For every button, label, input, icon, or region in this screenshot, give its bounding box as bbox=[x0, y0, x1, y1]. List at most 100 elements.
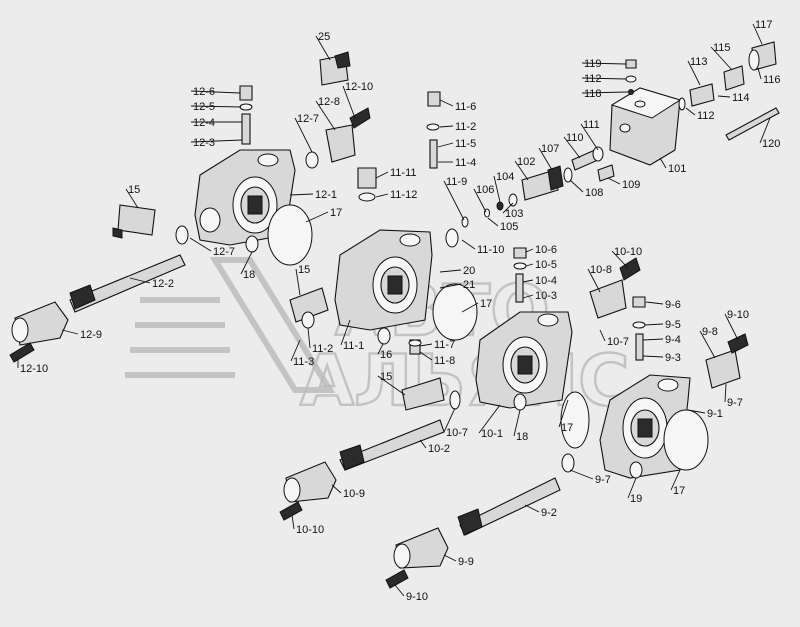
callout-label: 17 bbox=[480, 298, 492, 310]
callout-label: 10-9 bbox=[343, 488, 365, 500]
seal-107 bbox=[563, 167, 573, 183]
callout-label: 12-6 bbox=[193, 86, 215, 98]
leader-line bbox=[125, 188, 139, 209]
leader-lines bbox=[17, 23, 771, 597]
o-ring-12-7a bbox=[175, 225, 189, 245]
plug-25-head bbox=[334, 51, 351, 69]
callout-label: 9-8 bbox=[702, 326, 718, 338]
callout-label: 9-2 bbox=[541, 507, 557, 519]
seal-10-5 bbox=[513, 262, 527, 270]
callout-label: 12-5 bbox=[193, 101, 215, 113]
relief-valve-15a bbox=[117, 204, 156, 236]
callout-labels: 2512-612-512-412-312-1012-812-712-115171… bbox=[20, 19, 781, 603]
callout-label: 10-3 bbox=[535, 290, 557, 302]
callout-label: 11-11 bbox=[390, 167, 417, 179]
seal-12-5 bbox=[239, 103, 253, 111]
leader-line bbox=[757, 67, 762, 80]
flange-12-8 bbox=[325, 124, 356, 163]
callout-label: 10-1 bbox=[481, 428, 503, 440]
port-core-12 bbox=[247, 195, 263, 215]
callout-label: 9-10 bbox=[406, 591, 428, 603]
o-ring-17b bbox=[432, 283, 478, 341]
leader-line bbox=[581, 91, 629, 94]
callout-label: 11-2 bbox=[312, 343, 333, 355]
callout-label: 16 bbox=[380, 349, 392, 361]
callout-label: 12-4 bbox=[193, 117, 215, 129]
side-port-12 bbox=[199, 207, 221, 233]
leader-line bbox=[493, 175, 501, 203]
callout-label: 11-7 bbox=[434, 339, 455, 351]
leader-line bbox=[461, 239, 476, 250]
callout-label: 104 bbox=[496, 171, 514, 183]
o-ring-18a bbox=[245, 235, 259, 253]
leader-line bbox=[522, 294, 534, 299]
leader-line bbox=[587, 268, 601, 293]
fitting-10-10a bbox=[279, 501, 303, 521]
leader-line bbox=[439, 283, 462, 289]
ball-118 bbox=[628, 89, 634, 95]
top-port-10 bbox=[537, 313, 559, 327]
relief-valve-15b bbox=[289, 287, 329, 323]
leader-line bbox=[724, 383, 727, 403]
leader-line bbox=[340, 319, 351, 346]
ring-103 bbox=[508, 193, 518, 207]
callout-label: 11-3 bbox=[293, 356, 314, 368]
plug-9-6 bbox=[632, 296, 646, 308]
port-core-11 bbox=[387, 275, 403, 295]
callout-label: 115 bbox=[713, 42, 731, 54]
o-ring-18c bbox=[513, 393, 527, 411]
callout-label: 9-5 bbox=[665, 319, 681, 331]
leader-line bbox=[342, 85, 356, 119]
leader-line bbox=[627, 477, 637, 499]
callout-label: 101 bbox=[668, 163, 686, 175]
leader-line bbox=[685, 107, 696, 116]
bolt-120 bbox=[725, 107, 780, 141]
callout-label: 17 bbox=[673, 485, 685, 497]
top-port-11 bbox=[399, 233, 421, 247]
top-port-12 bbox=[257, 153, 279, 167]
leader-line bbox=[611, 250, 629, 269]
leader-line bbox=[289, 193, 314, 196]
leader-line bbox=[190, 139, 243, 143]
callout-label: 20 bbox=[463, 265, 475, 277]
fitting-10-10b bbox=[619, 257, 641, 281]
callout-label: 116 bbox=[763, 74, 781, 86]
leader-line bbox=[710, 46, 733, 71]
nut-115 bbox=[723, 65, 745, 91]
callout-label: 15 bbox=[128, 184, 140, 196]
spring-11-4 bbox=[429, 139, 438, 169]
callout-label: 12-10 bbox=[345, 81, 373, 93]
leader-line bbox=[580, 123, 599, 151]
callout-label: 11-6 bbox=[455, 101, 476, 113]
o-ring-9-7a bbox=[561, 453, 575, 473]
spool-12-2 bbox=[69, 254, 186, 313]
port-101a bbox=[619, 123, 631, 133]
plug-11-11 bbox=[357, 167, 377, 189]
o-ring-17d bbox=[663, 409, 709, 471]
callout-label: 9-7 bbox=[727, 397, 743, 409]
callout-label: 112 bbox=[697, 110, 715, 122]
plug-117-face bbox=[748, 49, 760, 71]
fitting-9-10a bbox=[385, 569, 409, 589]
callout-label: 11-8 bbox=[434, 355, 455, 367]
leader-line bbox=[375, 193, 389, 198]
valve-102-end bbox=[547, 165, 564, 191]
o-ring-17c bbox=[560, 391, 590, 449]
plug-12-6 bbox=[239, 85, 253, 101]
spool-spring-9 bbox=[457, 508, 483, 536]
leader-line bbox=[558, 399, 569, 428]
seal-112b bbox=[625, 75, 637, 83]
seal-11-12 bbox=[358, 192, 376, 202]
leader-line bbox=[419, 343, 433, 347]
callout-label: 11-4 bbox=[455, 157, 476, 169]
o-ring-17a bbox=[267, 204, 313, 266]
spool-spring-12 bbox=[69, 284, 96, 310]
leader-line bbox=[443, 554, 457, 562]
leader-line bbox=[240, 251, 253, 275]
callout-label: 117 bbox=[755, 19, 773, 31]
leader-line bbox=[581, 77, 627, 80]
leader-line bbox=[419, 351, 433, 361]
leader-line bbox=[61, 329, 79, 335]
callout-label: 11-1 bbox=[343, 340, 364, 352]
leader-line bbox=[717, 95, 731, 98]
